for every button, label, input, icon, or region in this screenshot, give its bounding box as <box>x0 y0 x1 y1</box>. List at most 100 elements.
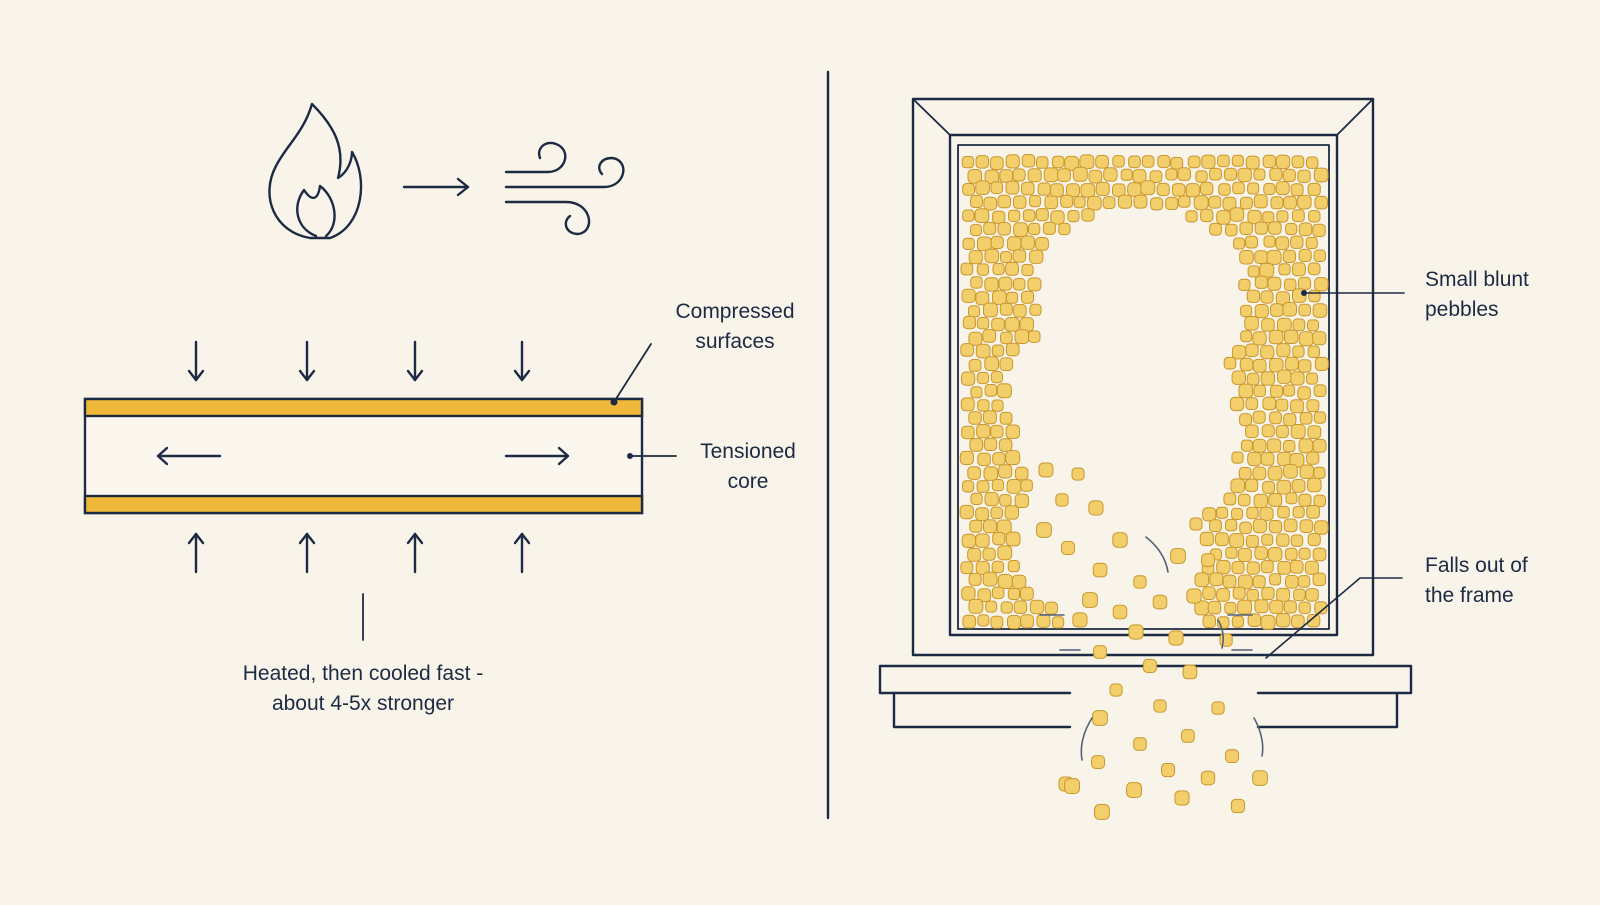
pebble <box>982 410 997 425</box>
pebble <box>970 386 983 399</box>
pebble <box>1128 155 1141 169</box>
pebble <box>1066 183 1080 198</box>
pebble <box>1282 302 1298 317</box>
pebble <box>1306 372 1318 385</box>
pebble <box>1029 249 1044 264</box>
pebble <box>1103 167 1118 182</box>
pebble <box>1245 534 1259 548</box>
pebble <box>1216 210 1231 225</box>
pebble <box>1252 358 1267 373</box>
pebble <box>1299 519 1314 533</box>
pebble <box>977 399 990 412</box>
pebble <box>1297 276 1312 291</box>
pebble <box>1314 356 1329 371</box>
pebble <box>1028 195 1042 208</box>
pebble <box>1005 424 1021 439</box>
pebble <box>1270 303 1284 317</box>
pebble <box>1261 424 1275 438</box>
pebble <box>992 452 1006 466</box>
pebble <box>1224 601 1237 615</box>
label-tensioned-line1: Tensioned <box>700 440 796 463</box>
pebble <box>1292 318 1306 332</box>
pebble <box>1120 168 1133 181</box>
pebble <box>968 359 982 372</box>
pebble <box>1246 372 1260 386</box>
pebble <box>1237 599 1252 615</box>
pebble <box>1313 384 1327 397</box>
pebble <box>1308 210 1321 223</box>
pebble <box>1305 588 1319 602</box>
pebble <box>1161 763 1176 778</box>
label-falls-line1: Falls out of <box>1425 554 1528 577</box>
pebble <box>1057 168 1071 182</box>
pebble <box>1004 317 1020 332</box>
pebble <box>1029 599 1045 615</box>
pebble <box>1091 755 1105 769</box>
pebble <box>959 504 974 520</box>
pebble <box>1200 181 1214 196</box>
pebble <box>976 317 990 330</box>
pebble <box>1237 167 1252 183</box>
pebble <box>1005 180 1020 195</box>
pebble <box>1283 195 1297 210</box>
pebble <box>968 331 983 346</box>
pebble <box>1109 683 1123 697</box>
pebble <box>1231 615 1245 628</box>
pebble <box>1237 547 1252 563</box>
pebble <box>967 547 982 562</box>
pebble <box>1297 169 1311 184</box>
leader-dot-compressed <box>610 398 618 406</box>
pebble <box>1199 531 1215 547</box>
pebble <box>1150 197 1164 211</box>
pebble <box>1238 383 1254 399</box>
pebble <box>1133 194 1148 209</box>
pebble <box>1064 778 1080 794</box>
pebble <box>1218 183 1231 196</box>
pebble <box>983 302 998 318</box>
pebble <box>1005 531 1021 547</box>
pebble <box>982 547 996 561</box>
pebble <box>1042 221 1056 235</box>
pebble <box>990 615 1004 629</box>
pebble <box>1112 604 1128 620</box>
pebble <box>997 222 1011 236</box>
pebble <box>1269 357 1284 373</box>
pebble <box>1044 601 1058 615</box>
pebble <box>1298 359 1312 373</box>
pebble <box>1297 194 1312 210</box>
pebble <box>1201 154 1216 169</box>
pebble <box>975 291 990 306</box>
pebble <box>1127 182 1142 197</box>
pebble <box>1006 479 1022 494</box>
compressed-surface-bottom <box>83 494 644 515</box>
pebble <box>1229 533 1245 549</box>
pebble <box>1223 492 1237 506</box>
pebble <box>1004 505 1019 520</box>
pebble <box>1013 600 1028 614</box>
pebble <box>1262 396 1277 411</box>
pebble <box>998 438 1013 452</box>
pebble <box>999 357 1014 371</box>
pebble <box>1202 586 1216 601</box>
pebble <box>1245 235 1258 249</box>
leader-dot-pebbles <box>1301 290 1307 296</box>
pebble <box>1299 411 1313 425</box>
pebble <box>1028 330 1041 343</box>
pebble <box>1217 154 1230 168</box>
wind-icon <box>504 141 625 236</box>
pebble <box>960 262 974 276</box>
pebble <box>1297 386 1311 400</box>
pebble <box>961 533 977 549</box>
pebble <box>1036 156 1049 169</box>
label-heated-cooled: Heated, then cooled fast - about 4-5x st… <box>213 659 513 719</box>
pebble <box>1165 168 1178 181</box>
pebble <box>1189 517 1203 531</box>
pebble <box>975 533 990 548</box>
pebble <box>1112 532 1128 548</box>
pebble <box>1284 547 1298 561</box>
pebble <box>1285 222 1298 235</box>
pebble <box>992 532 1006 546</box>
pebble <box>1007 560 1020 573</box>
pebble <box>1307 533 1321 547</box>
pebble <box>1000 331 1013 345</box>
